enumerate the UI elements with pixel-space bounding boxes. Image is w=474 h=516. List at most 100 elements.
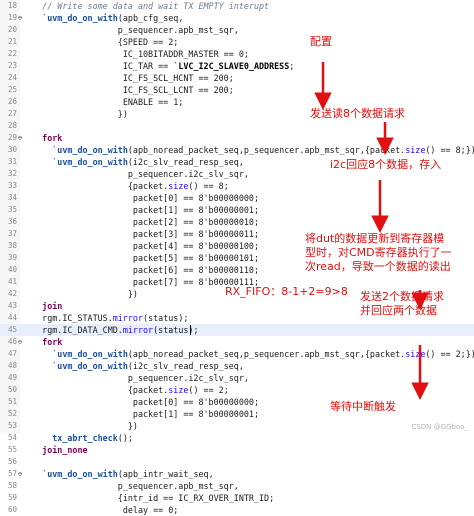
code-token: uvm_do_on_with bbox=[47, 469, 118, 479]
code-token: () == 2; bbox=[188, 385, 229, 395]
code-token: (i2c_slv_read_resp_seq, bbox=[127, 157, 244, 167]
code-line[interactable]: 56 bbox=[0, 456, 474, 468]
line-number: 35 bbox=[7, 205, 17, 214]
fold-toggle-icon[interactable]: ⊖ bbox=[17, 338, 23, 346]
code-text: {packet.size() == 8; bbox=[22, 180, 229, 192]
code-line[interactable]: 59 {intr_id == IC_RX_OVER_INTR_ID; bbox=[0, 492, 474, 504]
code-line[interactable]: 37 packet[3] == 8'b00000011; bbox=[0, 228, 474, 240]
line-number: 24 bbox=[7, 73, 17, 82]
code-line[interactable]: 50 {packet.size() == 2; bbox=[0, 384, 474, 396]
code-line[interactable]: 26 ENABLE == 1; bbox=[0, 96, 474, 108]
code-text: }) bbox=[22, 420, 138, 432]
annotation-wait-intr: 等待中断触发 bbox=[330, 400, 396, 413]
code-token: // Write some data and wait TX EMPTY int… bbox=[22, 1, 270, 11]
line-number: 25 bbox=[7, 85, 17, 94]
code-line[interactable]: 42 }) bbox=[0, 288, 474, 300]
code-line[interactable]: 47 `uvm_do_on_with(apb_noread_packet_seq… bbox=[0, 348, 474, 360]
code-line[interactable]: 32 p_sequencer.i2c_slv_sqr, bbox=[0, 168, 474, 180]
code-text: packet[0] == 8'b00000000; bbox=[22, 396, 259, 408]
code-line[interactable]: 46⊖ fork bbox=[0, 336, 474, 348]
line-number: 29 bbox=[7, 133, 17, 142]
line-number: 50 bbox=[7, 385, 17, 394]
code-line[interactable]: 22 IC_10BITADDR_MASTER == 0; bbox=[0, 48, 474, 60]
code-token: packet[1] == 8'b00000001; bbox=[22, 205, 259, 215]
code-token: (); bbox=[117, 433, 133, 443]
line-number: 34 bbox=[7, 193, 17, 202]
code-text: join bbox=[22, 300, 62, 312]
code-token: packet[3] == 8'b00000011; bbox=[22, 229, 259, 239]
line-number: 52 bbox=[7, 409, 17, 418]
line-number: 19 bbox=[7, 13, 17, 22]
code-line[interactable]: 58 p_sequencer.apb_mst_sqr, bbox=[0, 480, 474, 492]
code-line[interactable]: 41 packet[7] == 8'b00000111; bbox=[0, 276, 474, 288]
code-line[interactable]: 23 IC_TAR == `LVC_I2C_SLAVE0_ADDRESS; bbox=[0, 60, 474, 72]
code-text: {packet.size() == 2; bbox=[22, 384, 229, 396]
code-line[interactable]: 36 packet[2] == 8'b00000010; bbox=[0, 216, 474, 228]
line-number: 53 bbox=[7, 421, 17, 430]
code-token: ` bbox=[22, 361, 58, 371]
code-token: size bbox=[405, 349, 426, 359]
code-line[interactable]: 31 `uvm_do_on_with(i2c_slv_read_resp_seq… bbox=[0, 156, 474, 168]
line-number: 40 bbox=[7, 265, 17, 274]
code-line[interactable]: 33 {packet.size() == 8; bbox=[0, 180, 474, 192]
code-line[interactable]: 19⊖ `uvm_do_on_with(apb_cfg_seq, bbox=[0, 12, 474, 24]
code-line[interactable]: 55 join_none bbox=[0, 444, 474, 456]
code-line[interactable]: 35 packet[1] == 8'b00000001; bbox=[0, 204, 474, 216]
code-line[interactable]: 51 packet[0] == 8'b00000000; bbox=[0, 396, 474, 408]
code-text: packet[3] == 8'b00000011; bbox=[22, 228, 259, 240]
code-line[interactable]: 25 IC_FS_SCL_LCNT == 200; bbox=[0, 84, 474, 96]
code-token: IC_10BITADDR_MASTER == 0; bbox=[22, 49, 249, 59]
code-token: uvm_do_on_with bbox=[57, 157, 128, 167]
line-number: 37 bbox=[7, 229, 17, 238]
code-line[interactable]: 28 bbox=[0, 120, 474, 132]
code-line[interactable]: 21 {SPEED == 2; bbox=[0, 36, 474, 48]
code-text: IC_10BITADDR_MASTER == 0; bbox=[22, 48, 249, 60]
code-text: rgm.IC_DATA_CMD.mirror(status); bbox=[22, 324, 198, 336]
code-line[interactable]: 48 `uvm_do_on_with(i2c_slv_read_resp_seq… bbox=[0, 360, 474, 372]
code-token: {packet. bbox=[22, 181, 169, 191]
code-token: fork bbox=[22, 133, 63, 143]
code-token: packet[4] == 8'b00000100; bbox=[22, 241, 259, 251]
code-line[interactable]: 54 tx_abrt_check(); bbox=[0, 432, 474, 444]
code-line[interactable]: 49 p_sequencer.i2c_slv_sqr, bbox=[0, 372, 474, 384]
code-line[interactable]: 53 }) bbox=[0, 420, 474, 432]
code-line[interactable]: 38 packet[4] == 8'b00000100; bbox=[0, 240, 474, 252]
code-token: (apb_cfg_seq, bbox=[117, 13, 184, 23]
code-text: ENABLE == 1; bbox=[22, 96, 184, 108]
code-token: packet[0] == 8'b00000000; bbox=[22, 193, 259, 203]
code-line[interactable]: 45 rgm.IC_DATA_CMD.mirror(status); bbox=[0, 324, 474, 336]
annotation-mirror-note: 将dut的数据更新到寄存器模 型时，对CMD寄存器执行了一 次read，导致一个… bbox=[305, 232, 452, 273]
code-line[interactable]: 29⊖ fork bbox=[0, 132, 474, 144]
code-line[interactable]: 60 delay == 0; bbox=[0, 504, 474, 516]
code-token: packet[0] == 8'b00000000; bbox=[22, 397, 259, 407]
code-line[interactable]: 18 // Write some data and wait TX EMPTY … bbox=[0, 0, 474, 12]
code-line[interactable]: 24 IC_FS_SCL_HCNT == 200; bbox=[0, 72, 474, 84]
code-line[interactable]: 39 packet[5] == 8'b00000101; bbox=[0, 252, 474, 264]
code-token: packet[7] == 8'b00000111; bbox=[22, 277, 259, 287]
line-number: 51 bbox=[7, 397, 17, 406]
code-line[interactable]: 30 `uvm_do_on_with(apb_noread_packet_seq… bbox=[0, 144, 474, 156]
code-token: ` bbox=[22, 157, 58, 167]
line-number: 39 bbox=[7, 253, 17, 262]
code-token: uvm_do_on_with bbox=[57, 349, 128, 359]
code-line[interactable]: 27 }) bbox=[0, 108, 474, 120]
code-token: ENABLE == 1; bbox=[22, 97, 184, 107]
code-line[interactable]: 52 packet[1] == 8'b00000001; bbox=[0, 408, 474, 420]
code-line[interactable]: 44 rgm.IC_STATUS.mirror(status); bbox=[0, 312, 474, 324]
code-token: packet[1] == 8'b00000001; bbox=[22, 409, 259, 419]
code-line[interactable]: 57⊖ `uvm_do_on_with(apb_intr_wait_seq, bbox=[0, 468, 474, 480]
fold-toggle-icon[interactable]: ⊖ bbox=[17, 134, 23, 142]
code-line[interactable]: 20 p_sequencer.apb_mst_sqr, bbox=[0, 24, 474, 36]
code-token: p_sequencer.i2c_slv_sqr, bbox=[22, 169, 249, 179]
code-token: {packet. bbox=[22, 385, 169, 395]
watermark: CSDN @GGboo_ bbox=[411, 423, 468, 431]
code-token: packet[2] == 8'b00000010; bbox=[22, 217, 259, 227]
annotation-i2c-reply: i2c回应8个数据，存入 bbox=[330, 158, 442, 171]
fold-toggle-icon[interactable]: ⊖ bbox=[17, 14, 23, 22]
code-line[interactable]: 43 join bbox=[0, 300, 474, 312]
code-line[interactable]: 34 packet[0] == 8'b00000000; bbox=[0, 192, 474, 204]
line-number: 59 bbox=[7, 493, 17, 502]
line-number: 54 bbox=[7, 433, 17, 442]
code-line[interactable]: 40 packet[6] == 8'b00000110; bbox=[0, 264, 474, 276]
